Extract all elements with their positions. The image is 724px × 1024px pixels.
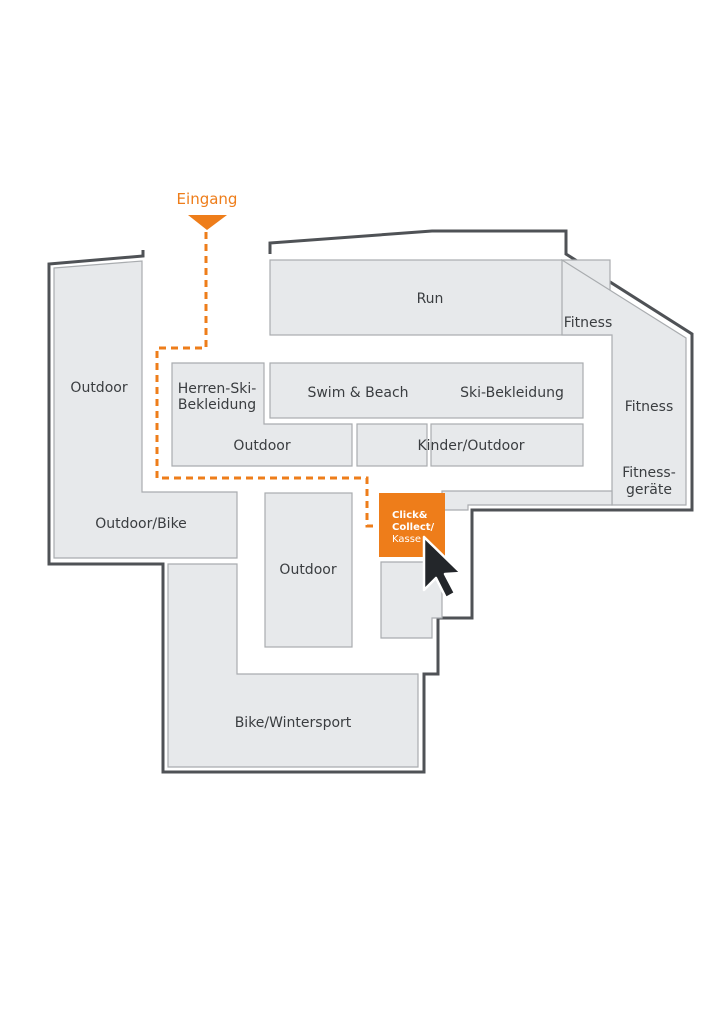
click-collect-line1: Click& [392, 510, 428, 521]
mouse-pointer-icon [422, 535, 463, 600]
zone-outdoor-left[interactable] [53, 260, 238, 559]
label-outdoor-mid: Outdoor [233, 438, 290, 454]
zone-run[interactable] [269, 259, 611, 336]
label-fitness: Fitness [625, 399, 674, 415]
label-outdoor-left: Outdoor [70, 380, 127, 396]
zone-kinder-outdoor[interactable] [430, 423, 584, 467]
label-herren-ski-1: Herren-Ski- [178, 381, 257, 397]
label-swim-beach: Swim & Beach [307, 385, 408, 401]
triangle-down-icon [188, 215, 227, 230]
label-herren-ski-2: Bekleidung [178, 397, 256, 413]
entrance-label: Eingang [177, 190, 238, 208]
zone-bike-wintersport[interactable] [167, 563, 419, 768]
label-run: Run [417, 291, 444, 307]
label-fitness-small: Fitness [564, 315, 613, 331]
route-to-click-collect [155, 232, 378, 528]
label-kinder-outdoor: Kinder/Outdoor [417, 438, 524, 454]
label-fitness-geraete-2: geräte [626, 482, 672, 498]
label-fitness-geraete-1: Fitness- [622, 465, 676, 481]
zone-outdoor-center[interactable] [264, 492, 353, 648]
click-collect-line3: Kasse [392, 534, 421, 545]
label-ski-bekleidung: Ski-Bekleidung [460, 385, 564, 401]
zone-small-block[interactable] [356, 423, 428, 467]
zone-swim-ski[interactable] [269, 362, 584, 419]
zone-herren-ski[interactable] [171, 362, 353, 467]
label-bike-wintersport: Bike/Wintersport [235, 715, 352, 731]
label-outdoor-bike: Outdoor/Bike [95, 516, 187, 532]
zone-fitness-bridge [441, 490, 613, 511]
label-outdoor-center: Outdoor [279, 562, 336, 578]
click-collect-line2: Collect/ [392, 522, 435, 533]
